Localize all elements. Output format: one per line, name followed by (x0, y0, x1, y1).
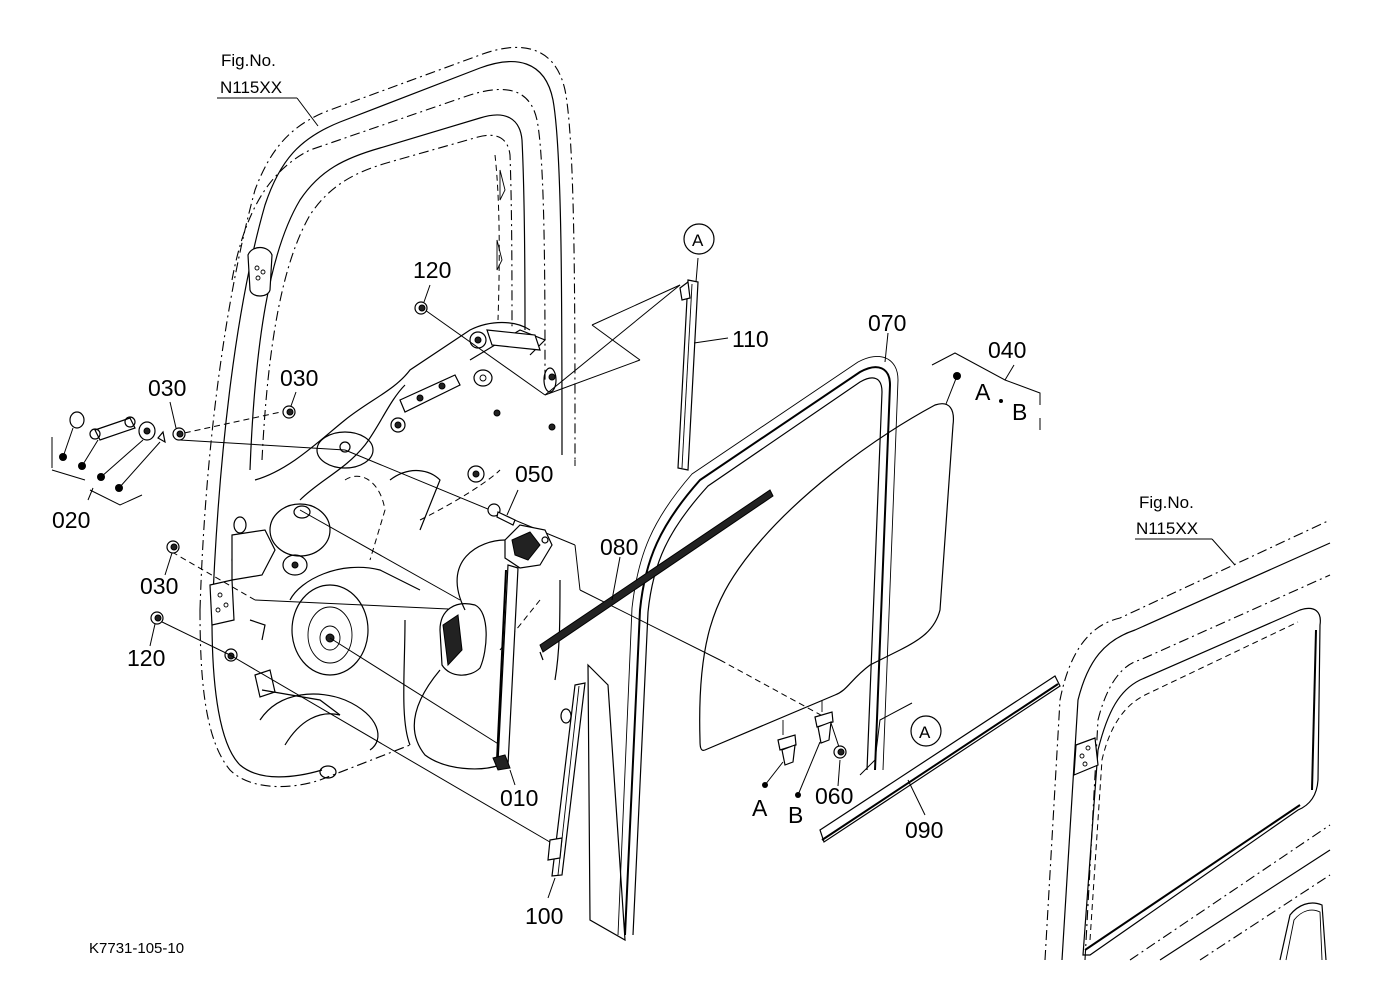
fig-ref-number: N115XX (220, 78, 282, 97)
callout-070: 070 (868, 310, 906, 336)
door-frame-right (1044, 519, 1331, 961)
clip-marker-a: A (752, 795, 768, 821)
circle-a-marker-top: A (683, 223, 715, 255)
callout-090: 090 (905, 817, 943, 843)
door-frame-left (199, 46, 576, 788)
callout-030-a: 030 (148, 375, 186, 401)
callout-030-c: 030 (140, 573, 178, 599)
callout-020: 020 (52, 507, 90, 533)
nut-030-upper (282, 405, 296, 419)
nut-030-top-left (172, 427, 186, 441)
circle-a-marker-bottom: A (910, 715, 942, 747)
nut-120-lower (150, 611, 164, 625)
part-050-bolt (487, 503, 516, 526)
callout-050: 050 (515, 461, 553, 487)
callout-100: 100 (525, 903, 563, 929)
nut-060 (833, 745, 847, 759)
fig-ref-label: Fig.No. (221, 51, 276, 70)
part-010-window-regulator (413, 524, 553, 771)
nut-120-top (414, 301, 428, 315)
svg-text:A: A (692, 231, 704, 250)
callout-060: 060 (815, 783, 853, 809)
callout-120-b: 120 (127, 645, 165, 671)
fig-ref-number: N115XX (1136, 519, 1198, 538)
fasteners (149, 284, 431, 647)
leader-lines (157, 284, 841, 846)
part-080-inner-weatherstrip (539, 489, 774, 661)
nut-030-lower (166, 540, 180, 554)
drawing-code: K7731-105-10 (89, 940, 184, 957)
figure-reference-top-left: Fig.No. N115XX (217, 51, 319, 127)
set040-marker-a: A (975, 379, 991, 405)
part-020-link-kit (51, 411, 166, 506)
callout-010: 010 (500, 785, 538, 811)
part-110-run-channel (677, 257, 729, 471)
part-070-glass-run (617, 355, 899, 936)
callout-110: 110 (732, 326, 769, 352)
part-100-lower-channel (547, 663, 626, 942)
callout-120-a: 120 (413, 257, 451, 283)
fig-ref-label: Fig.No. (1139, 493, 1194, 512)
callout-080: 080 (600, 534, 638, 560)
svg-text:A: A (919, 723, 931, 742)
part-040-door-glass (699, 352, 1041, 751)
figure-reference-right: Fig.No. N115XX (1135, 493, 1236, 566)
clip-marker-b: B (788, 802, 803, 828)
set040-marker-b: B (1012, 399, 1027, 425)
callout-040: 040 (988, 337, 1026, 363)
part-090-outer-weatherstrip (819, 675, 1061, 843)
glass-clips (762, 700, 913, 798)
callout-030-b: 030 (280, 365, 318, 391)
